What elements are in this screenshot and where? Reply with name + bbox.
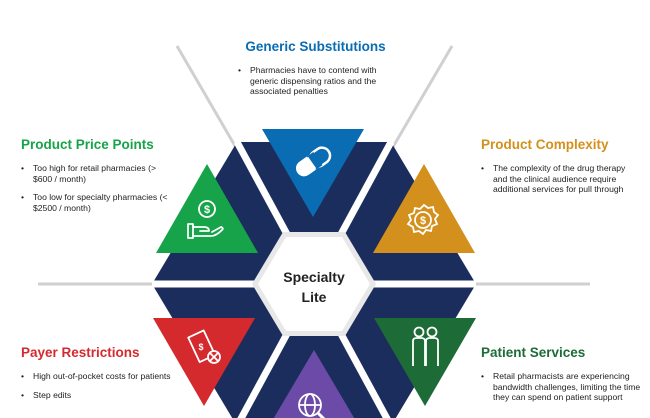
price-title: Product Price Points bbox=[21, 137, 154, 152]
dollar-gear-icon: $ bbox=[406, 203, 440, 236]
payer-bullets: High out-of-pocket costs for patients St… bbox=[21, 371, 171, 400]
complexity-bullet-1: The complexity of the drug therapy and t… bbox=[481, 163, 641, 195]
generic-bullets: Pharmacies have to contend with generic … bbox=[238, 65, 403, 97]
people-icon bbox=[412, 326, 439, 366]
hub-hexagon-inner bbox=[258, 237, 370, 331]
services-bullets: Retail pharmacists are experiencing band… bbox=[481, 371, 641, 403]
section-product-price-points: Product Price Points Too high for retail… bbox=[21, 137, 171, 221]
svg-text:$: $ bbox=[198, 342, 203, 352]
generic-bullet-1: Pharmacies have to contend with generic … bbox=[238, 65, 403, 97]
section-product-complexity: Product Complexity The complexity of the… bbox=[481, 137, 641, 203]
dollar-hand-icon: $ bbox=[187, 200, 224, 239]
generic-title: Generic Substitutions bbox=[245, 39, 386, 54]
services-bullet-1: Retail pharmacists are experiencing band… bbox=[481, 371, 641, 403]
complexity-bullets: The complexity of the drug therapy and t… bbox=[481, 163, 641, 195]
globe-search-icon bbox=[298, 393, 326, 418]
svg-text:$: $ bbox=[204, 204, 210, 216]
complexity-title: Product Complexity bbox=[481, 137, 609, 152]
hub-line-1: Specialty bbox=[283, 269, 345, 285]
price-bullet-1: Too high for retail pharmacies (> $600 /… bbox=[21, 163, 171, 184]
section-payer-restrictions: Payer Restrictions High out-of-pocket co… bbox=[21, 345, 171, 408]
section-patient-services: Patient Services Retail pharmacists are … bbox=[481, 345, 641, 411]
triangle-payer bbox=[153, 318, 255, 406]
section-generic-substitutions: Generic Substitutions Pharmacies have to… bbox=[238, 39, 403, 105]
triangle-complexity bbox=[373, 164, 475, 253]
triangle-price bbox=[156, 164, 258, 253]
price-bullet-2: Too low for specialty pharmacies (< $250… bbox=[21, 192, 171, 213]
hub-line-2: Lite bbox=[302, 289, 327, 305]
pill-icon bbox=[295, 146, 332, 177]
payer-bullet-1: High out-of-pocket costs for patients bbox=[21, 371, 171, 382]
triangle-bottom bbox=[273, 350, 355, 418]
triangle-generic bbox=[262, 129, 364, 217]
payer-bullet-2: Step edits bbox=[21, 390, 171, 401]
money-cancel-icon: $ bbox=[187, 329, 221, 364]
services-title: Patient Services bbox=[481, 345, 586, 360]
svg-text:$: $ bbox=[420, 215, 426, 227]
price-bullets: Too high for retail pharmacies (> $600 /… bbox=[21, 163, 171, 213]
payer-title: Payer Restrictions bbox=[21, 345, 140, 360]
